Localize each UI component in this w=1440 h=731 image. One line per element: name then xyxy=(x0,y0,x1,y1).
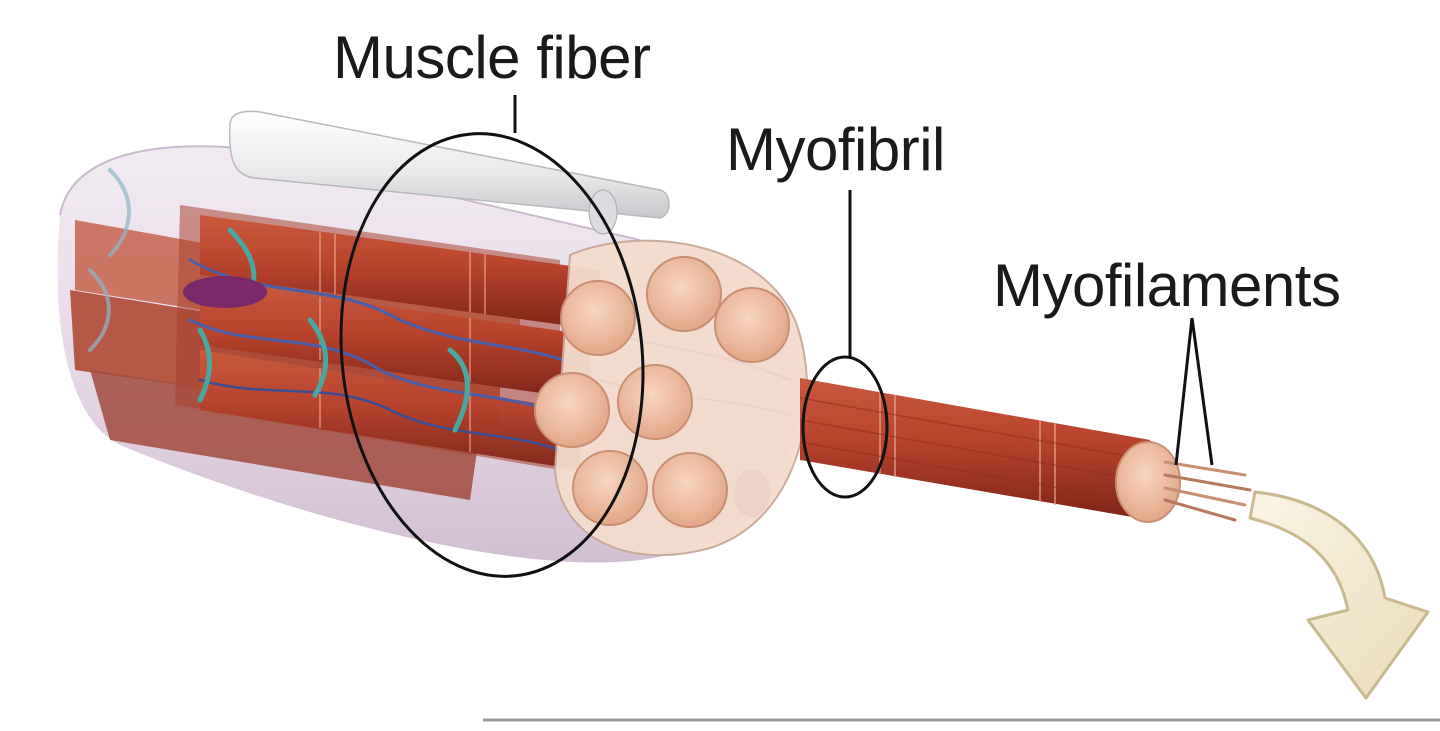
myofibril-end xyxy=(646,256,722,332)
capillary-tube xyxy=(228,110,670,235)
arrow-icon xyxy=(1248,490,1430,700)
myofibril-end xyxy=(572,450,648,526)
myofilaments xyxy=(1163,460,1252,522)
label-muscle-fiber: Muscle fiber xyxy=(333,24,651,91)
leader-lines xyxy=(339,95,1214,578)
label-myofibril: Myofibril xyxy=(726,116,945,183)
fiber-cross-section xyxy=(534,239,809,556)
label-myofilaments: Myofilaments xyxy=(993,252,1341,319)
myofibril-end xyxy=(534,372,610,448)
myofibril-end xyxy=(560,280,636,356)
myofibril-end xyxy=(652,452,728,528)
myofibril-end xyxy=(617,364,693,440)
nucleus xyxy=(183,276,267,308)
single-myofibril xyxy=(799,378,1181,523)
myofibril-end xyxy=(714,287,790,363)
